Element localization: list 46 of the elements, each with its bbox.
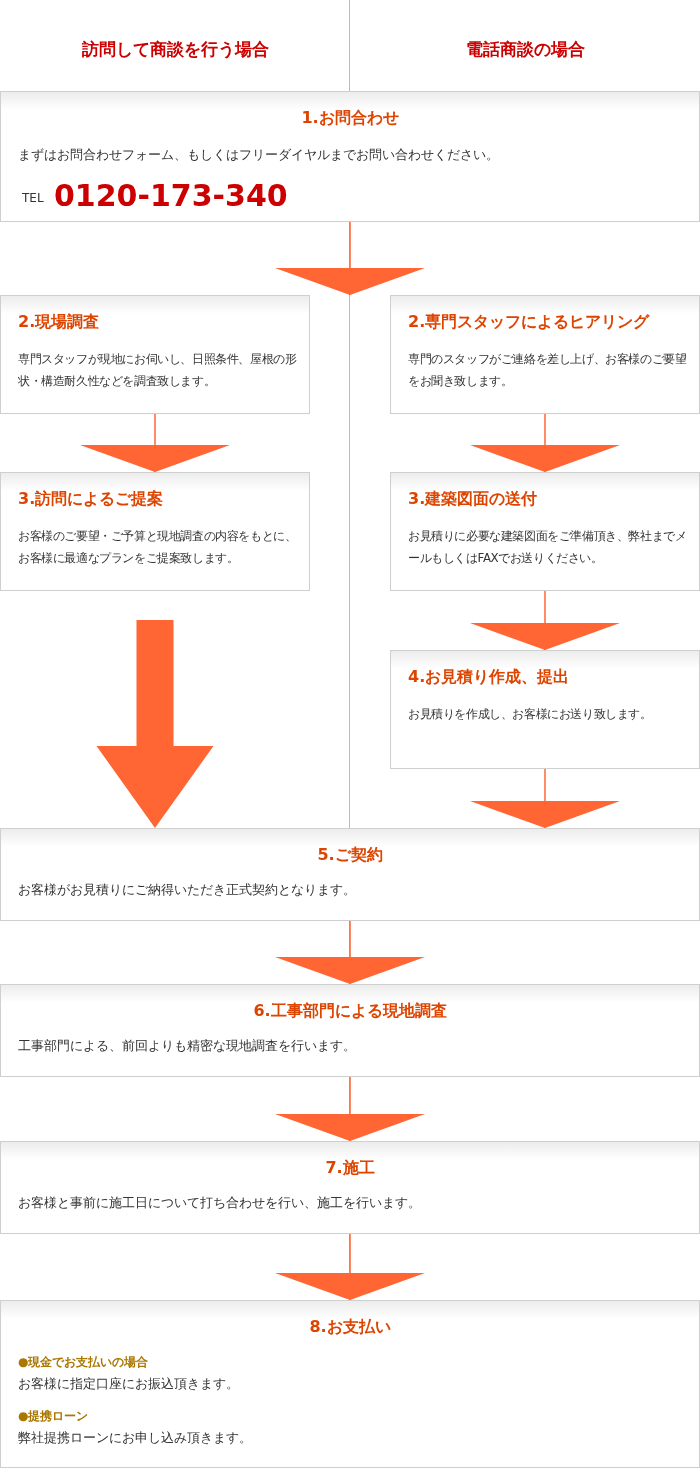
step-box	[0, 1141, 700, 1234]
step-text: お客様がお見積りにご納得いただき正式契約となります。	[18, 881, 357, 899]
phone-number: 0120-173-340	[54, 177, 288, 215]
step-text: お客様に指定口座にお振込頂きます。	[18, 1375, 239, 1393]
step-heading: 1.お問合わせ	[300, 108, 400, 129]
step-text: 工事部門による、前回よりも精密な現地調査を行います。	[18, 1037, 357, 1055]
step-heading: 7.施工	[324, 1158, 376, 1179]
step-box	[0, 984, 700, 1077]
step-heading: 4.お見積り作成、提出	[408, 667, 570, 688]
step-text: 弊社提携ローンにお申し込み頂きます。	[18, 1429, 252, 1447]
flow-arrow	[275, 1233, 425, 1301]
column-heading: 電話商談の場合	[465, 39, 585, 59]
step-heading: 2.専門スタッフによるヒアリング	[408, 312, 650, 333]
flow-arrow	[275, 221, 425, 296]
payment-option-heading: ●現金でお支払いの場合	[18, 1354, 149, 1371]
step-box	[390, 650, 700, 769]
flow-arrow	[80, 413, 230, 473]
step-box	[390, 295, 700, 414]
step-box	[0, 1300, 700, 1468]
step-box	[0, 472, 310, 591]
flow-arrow	[275, 1076, 425, 1142]
step-heading: 8.お支払い	[308, 1317, 392, 1338]
step-text: お客様と事前に施工日について打ち合わせを行い、施工を行います。	[18, 1194, 422, 1212]
phone-prefix: TEL	[22, 190, 44, 207]
step-text: 専門スタッフが現地にお伺いし、日照条件、屋根の形状・構造耐久性などを調査致します。	[18, 351, 298, 390]
step-box	[390, 472, 700, 591]
step-text: 専門のスタッフがご連絡を差し上げ、お客様のご要望をお聞き致します。	[408, 351, 688, 390]
flow-arrow	[470, 768, 620, 829]
step-heading: 3.建築図面の送付	[408, 489, 538, 510]
column-heading: 訪問して商談を行う場合	[81, 39, 269, 59]
flow-arrow	[470, 413, 620, 473]
step-text: お見積りを作成し、お客様にお送り致します。	[408, 706, 653, 723]
step-box	[0, 91, 700, 222]
step-text: お客様のご要望・ご予算と現地調査の内容をもとに、お客様に最適なプランをご提案致します。	[18, 528, 298, 567]
flow-arrow	[275, 920, 425, 985]
payment-option-heading: ●提携ローン	[18, 1408, 89, 1425]
flow-arrow	[96, 620, 214, 828]
step-text: お見積りに必要な建築図面をご準備頂き、弊社までメールもしくはFAXでお送りください。	[408, 528, 688, 567]
step-heading: 2.現場調査	[18, 312, 100, 333]
step-heading: 5.ご契約	[316, 845, 384, 866]
step-heading: 3.訪問によるご提案	[18, 489, 164, 510]
step-heading: 6.工事部門による現地調査	[252, 1001, 448, 1022]
step-box	[0, 295, 310, 414]
step-box	[0, 828, 700, 921]
step-text: まずはお問合わせフォーム、もしくはフリーダイヤルまでお問い合わせください。	[18, 146, 499, 164]
flow-arrow	[470, 590, 620, 651]
